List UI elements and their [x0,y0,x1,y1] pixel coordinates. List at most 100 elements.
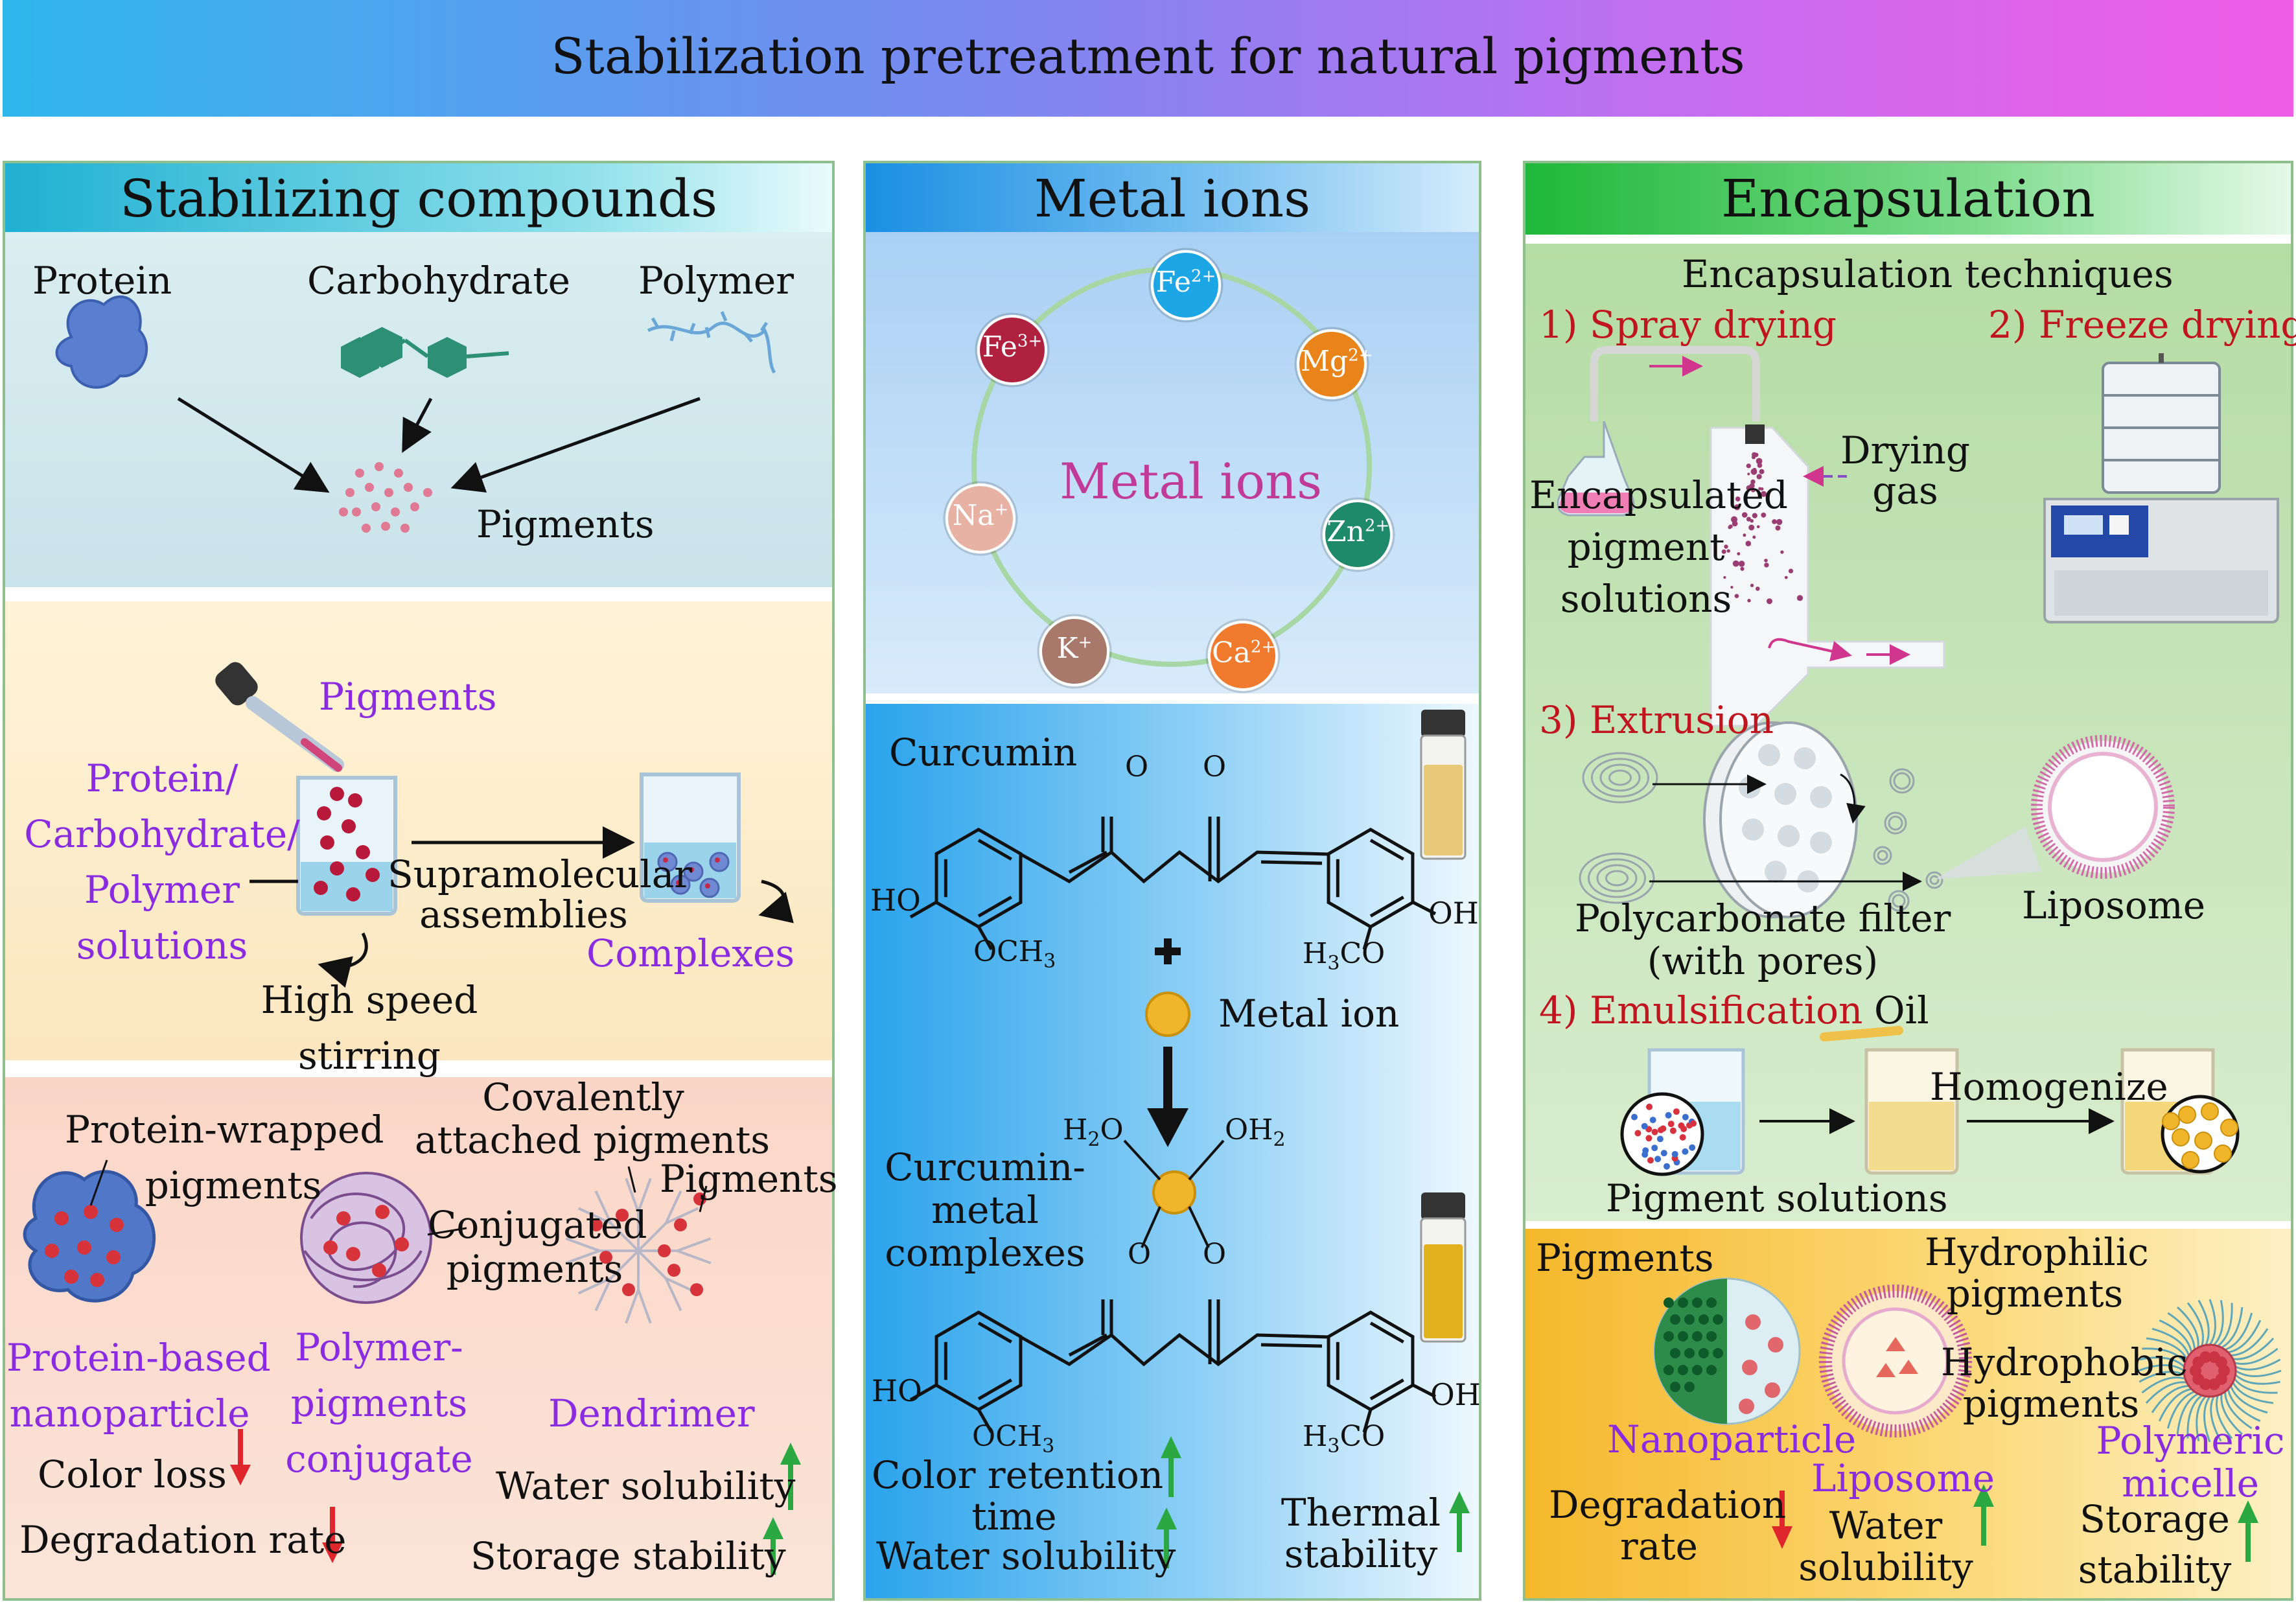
metal-coordination-bonds [1123,1139,1225,1248]
encaps-trend-arrows [1772,1484,2258,1562]
spray-particles [1721,452,1803,605]
label-spray-drying: 1) Spray drying [1539,303,1837,347]
pigment-dot [404,483,413,492]
pigment-particle [320,835,334,850]
ion-label-fe-2p: Fe2+ [1155,266,1216,299]
section3-leader-lines [89,1159,708,1236]
benzene-ring [1327,828,1415,929]
curcumin-complex-structure [909,1299,1437,1434]
pigment-solution-zoom-icon [1620,1092,1704,1176]
curcumin-chain [1019,1332,1329,1367]
protein-nanoparticle-icon [23,1170,156,1303]
ion-label-na-p: Na+ [952,499,1009,532]
nanoparticle-dots [1664,1297,1783,1414]
section3-red-dots [45,1192,706,1296]
ion-circle-fe [1151,250,1221,320]
pigment-particle [348,793,362,808]
water-solubility-up-arrow [780,1443,801,1510]
label-oh-2: OH [1430,1377,1481,1412]
metal-ion-circles [943,248,1395,693]
vial-2-icon [1420,1192,1467,1343]
label-h3co-1: H3CO [1303,937,1386,975]
ion-circle-mg [1297,329,1367,399]
curcumin-chain [1019,850,1329,884]
panel-stabilizing-title: Stabilizing compounds [5,163,832,235]
label-o-1: O [1125,750,1149,784]
liposome-bottom-icon [1819,1284,1972,1437]
plus-icon [1155,938,1181,964]
complex-particle [670,874,691,895]
label-water-solubility-2: Water solubility [876,1534,1176,1578]
storage-stability-up-arrow [763,1517,783,1575]
complex-particles [657,852,730,898]
dropper-icon [215,662,344,772]
panel-metal-title: Metal ions [866,163,1479,235]
polymeric-micelle-icon [2138,1299,2282,1443]
pigment-particle [314,881,328,895]
ion-circle-na [945,483,1015,553]
complex-particle [657,852,678,872]
oil-dropper-icon [1820,1026,1903,1041]
label-h3co-2: H3CO [1303,1420,1386,1458]
stabilizing-section-3 [5,1077,832,1598]
pigment-dot [339,507,348,517]
ion-label-mg-2p: Mg2+ [1301,345,1373,378]
label-pigments-2: Pigments [319,675,497,719]
pigment-dot [345,488,354,497]
pigment-particle [330,861,344,876]
red-particles-1 [314,787,380,901]
label-extrusion: 3) Extrusion [1539,698,1774,742]
label-complexes: Complexes [586,931,795,975]
label-water-solubility-1: Water solubility [496,1464,796,1508]
section2-arrows [249,826,794,988]
pigment-particle [356,845,370,859]
ion-label-ca-2p: Ca2+ [1212,636,1276,669]
carbohydrate-icon [341,327,509,378]
dendrimer-branch [610,1222,640,1252]
benzene-ring [934,828,1023,929]
dendrimer-branch [637,1222,667,1252]
protein-icon [55,295,148,389]
ion-label-fe-3p: Fe3+ [982,331,1043,364]
metal-ion-icon [1145,992,1190,1037]
pigment-particle [365,868,380,882]
label-liposome-1: Liposome [2022,883,2206,927]
down-arrow-icon [1147,1047,1189,1147]
degradation-down-arrow [322,1507,343,1563]
label-degradation-rate: Degradation rate [19,1518,347,1562]
pigment-particle [330,787,344,801]
label-freeze-drying: 2) Freeze drying [1988,303,2296,347]
spray-drying-apparatus-icon [1557,346,1945,727]
pigment-dot [362,524,371,533]
ion-circle-zn [1323,500,1393,570]
label-ho-2: HO [872,1373,922,1408]
extrusion-arrows [1649,773,1922,891]
label-oh2: OH2 [1225,1113,1286,1151]
label-oh-1: OH [1428,896,1479,931]
polymer-conjugate-icon [300,1172,432,1304]
pigment-dot [384,488,393,497]
label-h2o: H2O [1063,1113,1124,1151]
ion-circle-fe [977,315,1047,385]
complex-metal-icon [1152,1170,1196,1215]
label-dendrimer: Dendrimer [548,1391,755,1435]
pigment-dot [352,507,361,517]
pigment-dot [391,507,400,517]
label-ho-1: HO [870,883,921,918]
metal-trend-arrows [1156,1436,1470,1568]
complex-particle [683,861,704,882]
label-pigments-1: Pigments [476,502,655,546]
label-color-loss: Color loss [38,1452,227,1496]
